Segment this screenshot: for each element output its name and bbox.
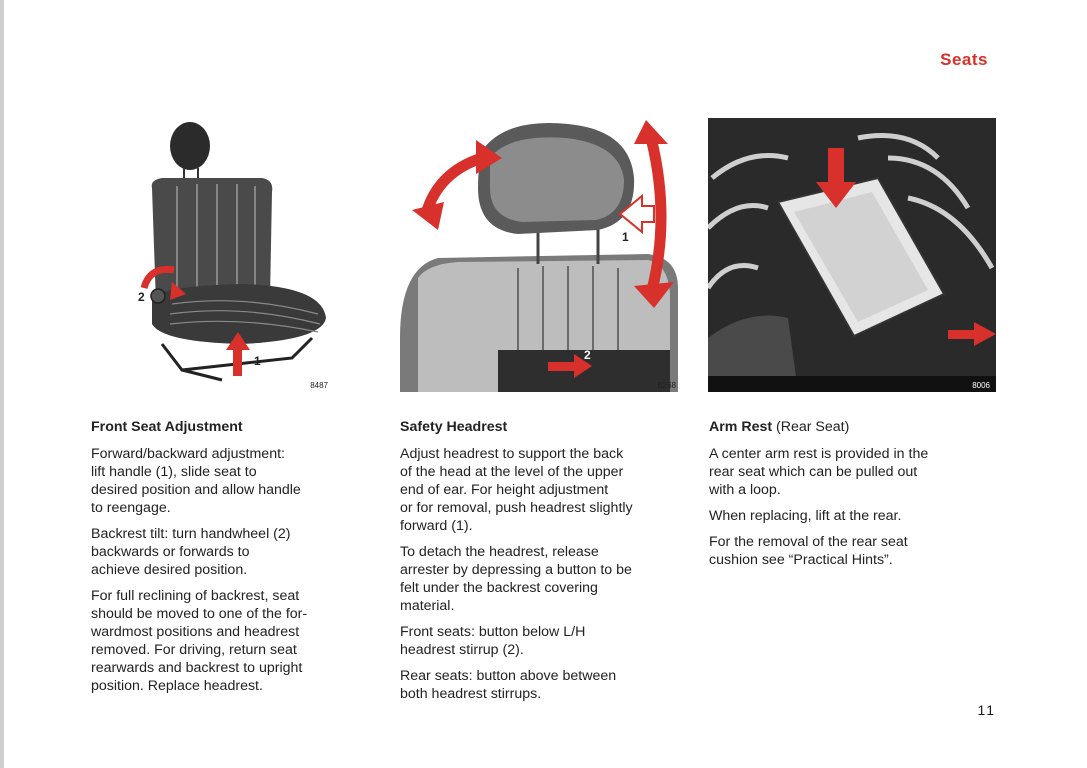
page-binding-edge — [0, 0, 4, 768]
page-number: 11 — [977, 702, 996, 718]
paragraph: A center arm rest is provided in the rea… — [709, 446, 929, 498]
column-arm-rest: Arm Rest (Rear Seat) A center arm rest i… — [709, 418, 999, 577]
figure-code: B268 — [657, 381, 676, 390]
figure-safety-headrest: 1 2 B268 — [398, 118, 682, 392]
callout-1: 1 — [622, 230, 629, 244]
paragraph: Adjust headrest to support the back of t… — [400, 446, 633, 534]
column-heading: Arm Rest (Rear Seat) — [709, 419, 850, 435]
section-title: Seats — [940, 50, 988, 69]
front-seat-illustration — [140, 122, 326, 382]
headrest-illustration — [400, 120, 678, 392]
column-heading: Safety Headrest — [400, 419, 508, 435]
paragraph: For full reclining of backrest, seat sho… — [91, 588, 308, 694]
paragraph: Rear seats: button above between both he… — [400, 668, 617, 702]
figure-arm-rest: 8006 — [708, 118, 996, 392]
callout-2: 2 — [584, 348, 591, 362]
figure-code: 8487 — [310, 381, 328, 390]
callout-1: 1 — [254, 354, 261, 368]
figure-front-seat: 2 1 8487 — [122, 118, 334, 392]
callout-2: 2 — [138, 290, 145, 304]
column-front-seat-adjustment: Front Seat Adjustment Forward/backward a… — [91, 418, 381, 703]
paragraph: For the removal of the rear seat cushion… — [709, 534, 908, 568]
paragraph: To detach the headrest, release arrester… — [400, 544, 632, 614]
paragraph: Forward/backward adjustment: lift handle… — [91, 446, 301, 516]
column-heading: Front Seat Adjustment — [91, 419, 243, 435]
arm-rest-illustration — [708, 118, 996, 392]
paragraph: Backrest tilt: turn handwheel (2) backwa… — [91, 526, 291, 578]
column-safety-headrest: Safety Headrest Adjust headrest to suppo… — [400, 418, 690, 711]
paragraph: Front seats: button below L/H headrest s… — [400, 624, 586, 658]
paragraph: When replacing, lift at the rear. — [709, 508, 902, 524]
figure-code: 8006 — [972, 381, 990, 390]
